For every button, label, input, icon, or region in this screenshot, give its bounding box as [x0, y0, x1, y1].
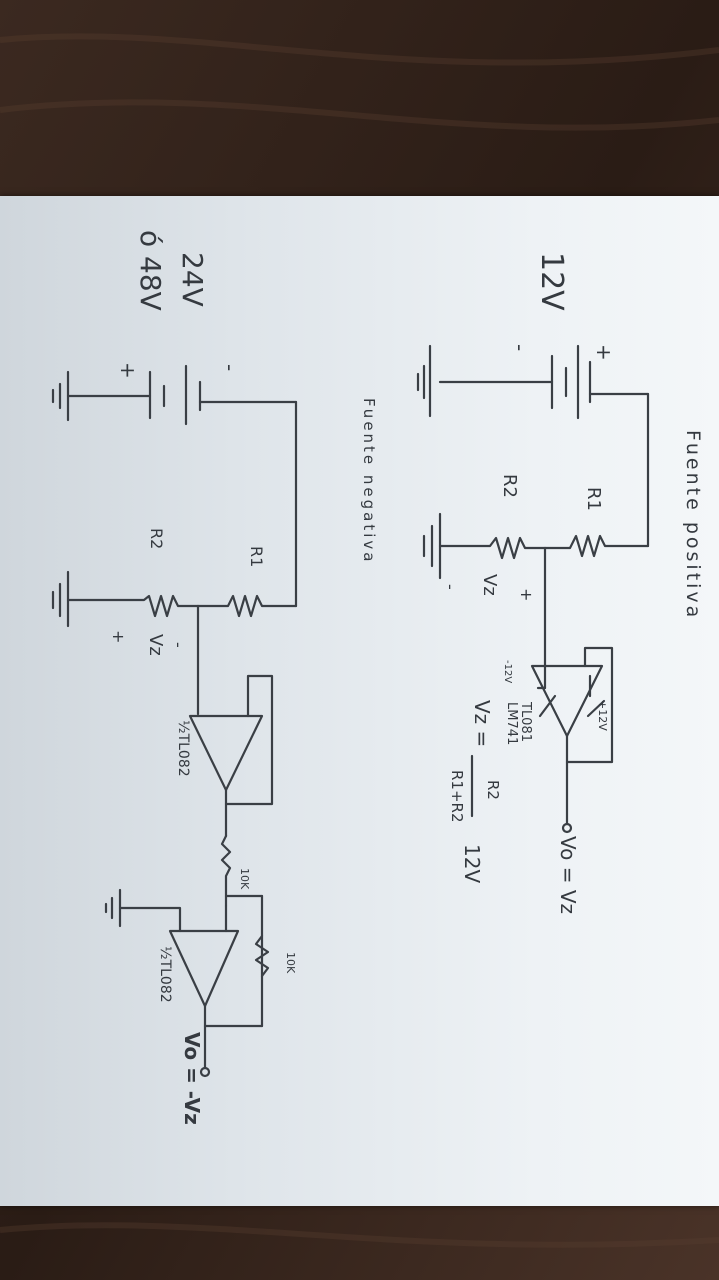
resistor-10k-input: [220, 834, 232, 908]
label-opamp-lm741: LM741: [504, 702, 519, 746]
label-r2-neg: R2: [147, 528, 166, 550]
label-24v: 24V: [176, 252, 209, 307]
label-vz-plus-pos: +: [517, 588, 536, 602]
battery-12v: [550, 344, 650, 420]
battery-minus-neg: -: [218, 364, 242, 372]
label-vz-neg: Vz: [145, 634, 166, 656]
formula-numerator: R2: [484, 780, 502, 800]
label-vz-plus-neg: +: [109, 630, 128, 644]
label-output-pos: Vo = Vz: [556, 836, 580, 915]
opamp-1-tl082: [188, 714, 264, 792]
resistor-r1-pos: [543, 534, 650, 558]
title-negative-supply: Fuente negativa: [360, 398, 378, 565]
label-output-neg: Vo = -Vz: [180, 1032, 204, 1125]
formula-denominator: R1+R2: [448, 770, 466, 823]
label-r2-pos: R2: [499, 474, 520, 498]
resistor-r2-pos: [438, 536, 547, 560]
opamp-tl081: [530, 664, 604, 738]
label-r1-pos: R1: [583, 487, 604, 511]
label-opamp1-tl082: ½TL082: [175, 720, 191, 777]
ground-symbol-r2-neg: [51, 570, 70, 628]
label-opamp-supply-neg: -12V: [502, 660, 513, 684]
resistor-10k-feedback: [254, 934, 270, 978]
battery-minus-pos: -: [508, 344, 532, 352]
negative-supply-circuit: [51, 364, 298, 1078]
opamp-2-tl082: [168, 929, 240, 1008]
label-10k-input: 10K: [238, 868, 251, 890]
resistor-r2-neg: [66, 594, 200, 618]
label-10k-feedback: 10K: [284, 952, 297, 974]
label-vz-minus-neg: -: [169, 642, 188, 648]
label-opamp2-tl082: ½TL082: [157, 946, 173, 1003]
label-vz-pos: Vz: [479, 574, 500, 596]
battery-plus-pos: +: [592, 344, 616, 361]
resistor-r1-neg: [196, 594, 298, 618]
positive-supply-circuit: [416, 344, 650, 834]
label-vz-minus-pos: -: [441, 584, 460, 590]
label-opamp-tl081: TL081: [518, 702, 533, 742]
battery-24v: [148, 364, 298, 426]
paper-sheet: [0, 196, 719, 1206]
title-positive-supply: Fuente positiva: [682, 430, 704, 621]
label-opamp-supply-pos: +12V: [596, 700, 609, 731]
ground-symbol-battery-pos: [416, 344, 554, 418]
ground-symbol-opamp2: [104, 888, 182, 933]
ground-symbol-r2-pos: [422, 512, 442, 580]
label-r1-neg: R1: [247, 546, 266, 568]
label-48v: ó 48V: [134, 230, 167, 311]
ground-symbol-battery-neg: [51, 370, 152, 422]
formula-lhs: Vz =: [470, 700, 494, 748]
label-12v: 12V: [534, 252, 569, 311]
circuit-schematic: [51, 344, 650, 1078]
formula-factor: 12V: [460, 844, 484, 884]
battery-plus-neg: +: [116, 362, 140, 379]
